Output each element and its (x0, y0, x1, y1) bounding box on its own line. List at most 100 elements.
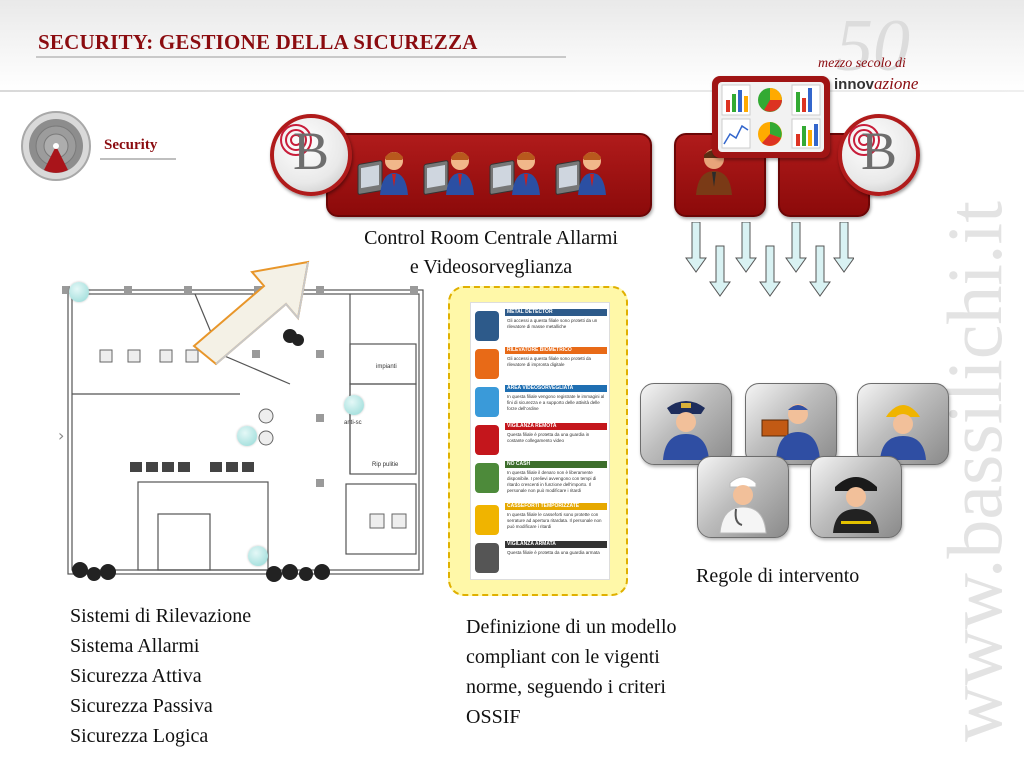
down-arrow-icon (833, 221, 855, 273)
remote-guard-icon (475, 425, 499, 455)
down-arrow-icon (685, 221, 707, 273)
systems-item: Sistemi di Rilevazione (70, 605, 252, 627)
room-label-2: anti-sc (344, 420, 362, 426)
signage-text: In questa filiale vengono registrate le … (507, 394, 605, 411)
brand-badge-left: B (270, 114, 352, 196)
model-line: OSSIF (466, 706, 521, 728)
signage-text: In questa filiale le casseforti sono pro… (507, 512, 602, 529)
metal-detector-icon (475, 311, 499, 341)
operators-row (356, 145, 626, 201)
armed-guard-icon (475, 543, 499, 573)
control-room-caption: Control Room Centrale Allarmi e Videosor… (326, 224, 656, 282)
sensor-dot (248, 546, 268, 566)
doctor-icon (719, 476, 767, 534)
signage-item: VIGILANZA ARMATA Questa filiale è protet… (475, 541, 607, 577)
systems-item: Sistema Allarmi (70, 635, 200, 657)
bar-chart-icon (791, 118, 821, 149)
technician-icon (761, 404, 820, 460)
fingerprint-icon (475, 349, 499, 379)
section-underline (100, 158, 176, 160)
systems-item: Sicurezza Passiva (70, 695, 213, 717)
down-arrow-icon (709, 245, 731, 297)
sensor-dot (237, 426, 257, 446)
sensor-dot (344, 395, 364, 415)
firefighter-icon (833, 477, 879, 533)
signage-heading: CASSEFORTI TEMPORIZZATE (505, 503, 607, 510)
sensor-dot (69, 282, 89, 302)
signage-text: Questa filiale è protetta da una guardia… (507, 432, 590, 443)
signage-heading: VIGILANZA REMOTA (505, 423, 607, 430)
website-watermark: www.bassilichi.it (931, 40, 1018, 760)
pie-chart-icon (758, 122, 782, 146)
chevron-right-icon: › (58, 426, 65, 445)
control-room-caption-line2: e Videosorveglianza (409, 256, 573, 278)
header-band (0, 0, 1024, 92)
signage-heading: METAL DETECTOR (505, 309, 607, 316)
model-line: norme, seguendo i criteri (466, 676, 666, 698)
signage-text: Gli accessi a questa filiale sono protet… (507, 318, 598, 329)
pie-chart-icon (758, 88, 782, 112)
responder-tile-construction (857, 383, 949, 465)
signal-icon (848, 124, 880, 156)
anniversary-line1: mezzo secolo di (818, 56, 906, 71)
model-line: compliant con le vigenti (466, 646, 660, 668)
model-description: Definizione di un modello compliant con … (466, 612, 677, 732)
badge-letter: B (860, 121, 898, 181)
plant-icon (72, 329, 330, 582)
signage-heading: RILEVATORE BIOMETRICO (505, 347, 607, 354)
model-line: Definizione di un modello (466, 616, 677, 638)
anniversary-line2: innovazione (834, 74, 918, 94)
ossif-signage-card: METAL DETECTOR Gli accessi a questa fili… (448, 286, 628, 596)
signage-heading: VIGILANZA ARMATA (505, 541, 607, 548)
systems-item: Sicurezza Attiva (70, 665, 202, 687)
line-chart-icon (721, 118, 751, 149)
bar-chart-icon (791, 84, 821, 116)
camera-icon (475, 387, 499, 417)
signage-item: METAL DETECTOR Gli accessi a questa fili… (475, 309, 607, 345)
signage-item: RILEVATORE BIOMETRICO Gli accessi a ques… (475, 347, 607, 383)
down-arrow-icon (809, 245, 831, 297)
anniversary-line2a: innov (834, 76, 874, 93)
signage-item: NO CASH In questa filiale il denaro non … (475, 461, 607, 497)
security-radar-icon (20, 110, 92, 182)
down-arrows-group (684, 221, 855, 298)
signage-text: In questa filiale il denaro non è libera… (507, 470, 597, 493)
room-label-3: Rip pulitie (372, 462, 399, 468)
systems-list: Sistemi di Rilevazione Sistema Allarmi S… (70, 601, 251, 751)
signage-item: CASSEFORTI TEMPORIZZATE In questa filial… (475, 503, 607, 539)
systems-item: Sicurezza Logica (70, 725, 209, 747)
signage-item: AREA VIDEOSORVEGLIATA In questa filiale … (475, 385, 607, 421)
title-underline (36, 56, 566, 58)
operator-icon-2 (423, 151, 475, 196)
down-arrow-icon (735, 221, 757, 273)
control-room-caption-line1: Control Room Centrale Allarmi (364, 227, 618, 249)
responder-tile-firefighter (810, 456, 902, 538)
signage-text: Gli accessi a questa filiale sono protet… (507, 356, 592, 367)
no-cash-icon (475, 463, 499, 493)
operator-icon-1 (357, 151, 409, 196)
section-label: Security (104, 137, 158, 153)
badge-letter: B (292, 121, 330, 181)
anniversary-logo: 50 mezzo secolo di innovazione (808, 5, 968, 102)
anniversary-line2b: azione (874, 74, 919, 93)
signage-heading: NO CASH (505, 461, 607, 468)
signage-list: METAL DETECTOR Gli accessi a questa fili… (470, 302, 610, 580)
signage-item: VIGILANZA REMOTA Questa filiale è protet… (475, 423, 607, 459)
safe-icon (475, 505, 499, 535)
signal-icon (280, 124, 312, 156)
dashboard-monitor (712, 76, 830, 158)
room-label-1: impianti (376, 364, 397, 370)
signage-text: Questa filiale è protetta da una guardia… (507, 550, 600, 555)
bar-chart-icon (721, 84, 751, 116)
seats-row (130, 462, 254, 472)
watermark-text: www.bassilichi.it (935, 201, 1015, 742)
responder-tile-technician (745, 383, 837, 465)
signage-heading: AREA VIDEOSORVEGLIATA (505, 385, 607, 392)
down-arrow-icon (759, 245, 781, 297)
anniversary-number: 50 (836, 5, 910, 87)
page-title: SECURITY: GESTIONE DELLA SICUREZZA (38, 30, 478, 54)
operator-icon-3 (489, 151, 541, 196)
responder-tile-police (640, 383, 732, 465)
rules-caption: Regole di intervento (696, 565, 860, 587)
down-arrow-icon (785, 221, 807, 273)
